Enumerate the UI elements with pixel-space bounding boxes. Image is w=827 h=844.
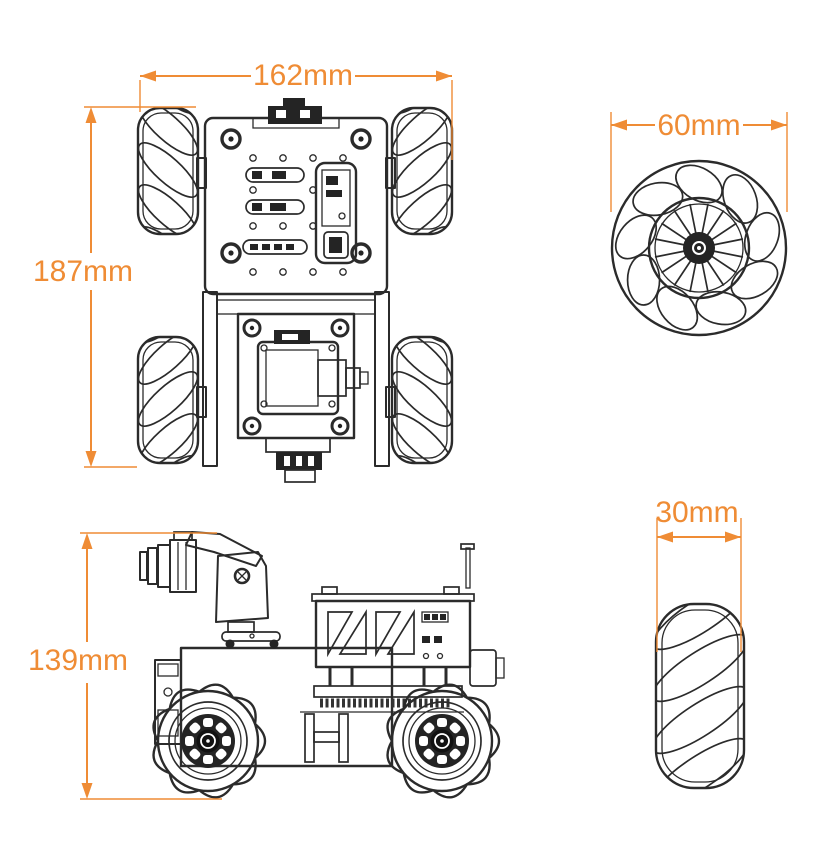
dimension-label: 139mm bbox=[28, 644, 128, 677]
tilt-bracket bbox=[185, 531, 263, 567]
mecanum-wheel-front-right bbox=[385, 51, 458, 288]
rear-motor-box bbox=[469, 649, 505, 687]
dimension-label: 30mm bbox=[655, 496, 738, 529]
expansion-plate bbox=[311, 543, 475, 669]
dimension-label: 187mm bbox=[33, 255, 133, 288]
chassis-top-plate bbox=[203, 98, 389, 296]
dim-wheel-width: 30mm bbox=[655, 496, 742, 652]
wheel-axles bbox=[196, 157, 396, 418]
dimension-arrow bbox=[85, 451, 97, 467]
dimension-arrow bbox=[771, 119, 787, 131]
camera-lens bbox=[139, 551, 148, 581]
wheel-side-rollers bbox=[656, 604, 744, 788]
battery-box bbox=[314, 161, 358, 265]
dim-top-width: 162mm bbox=[139, 59, 453, 160]
mecanum-wheel-side-rear bbox=[383, 682, 499, 800]
dimension-arrow bbox=[436, 70, 452, 82]
dimension-arrow bbox=[85, 107, 97, 123]
chassis-lower-section bbox=[202, 291, 390, 483]
dimension-arrow bbox=[81, 533, 93, 549]
mecanum-wheel-front-left bbox=[131, 51, 204, 288]
dimension-label: 162mm bbox=[253, 59, 353, 92]
camera-assembly bbox=[139, 531, 281, 649]
dim-side-height: 139mm bbox=[28, 532, 222, 800]
pan-servo-assembly bbox=[256, 330, 369, 416]
mounting-holes bbox=[249, 154, 347, 276]
dimension-label: 60mm bbox=[657, 109, 740, 142]
side-view bbox=[139, 531, 505, 800]
top-view bbox=[131, 51, 458, 517]
wheel-side-view bbox=[654, 602, 746, 790]
dim-wheel-diameter: 60mm bbox=[610, 109, 788, 212]
dim-top-length: 187mm bbox=[33, 106, 196, 468]
gimbal-base bbox=[221, 631, 281, 642]
mecanum-wheel-rear-left bbox=[131, 280, 204, 517]
dimension-arrow bbox=[657, 531, 673, 543]
h-bracket bbox=[304, 713, 349, 763]
control-board bbox=[300, 667, 464, 713]
dimension-arrow bbox=[140, 70, 156, 82]
wheel-front-view bbox=[604, 156, 794, 344]
pan-bracket bbox=[215, 551, 269, 623]
mecanum-wheel-rear-right bbox=[385, 280, 458, 517]
mecanum-wheel-side-front bbox=[149, 682, 265, 800]
dimension-arrow bbox=[611, 119, 627, 131]
chassis-slots bbox=[242, 167, 308, 255]
dimension-arrow bbox=[725, 531, 741, 543]
bottom-connector bbox=[265, 437, 331, 483]
dimension-arrow bbox=[81, 783, 93, 799]
